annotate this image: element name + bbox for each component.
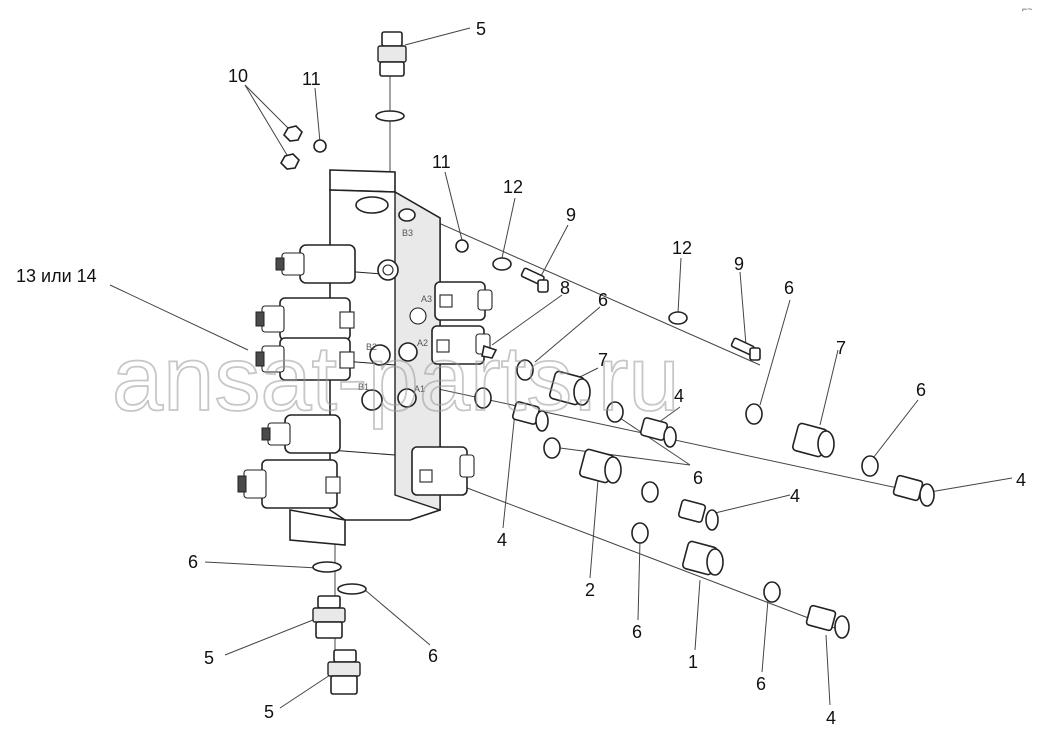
callout-6: 6	[632, 622, 642, 642]
port-label-b2: B2	[366, 342, 377, 352]
nut-fitting-1	[681, 540, 724, 576]
callout-10: 10	[228, 66, 248, 86]
adapter-fittings-4	[511, 401, 935, 639]
solenoid-right-1	[434, 281, 493, 321]
callout-4: 4	[790, 486, 800, 506]
callout-6: 6	[916, 380, 926, 400]
callout-4: 4	[497, 530, 507, 550]
callout-labels: 5 10 11 11 12 9 12 9 13 или 14 8 6 6 7 7…	[16, 19, 1026, 728]
callout-11: 11	[432, 152, 451, 172]
washer-12-a	[492, 257, 512, 271]
watermark: ansat-parts.ru	[112, 328, 680, 430]
bolt-9-b	[730, 337, 761, 361]
solenoid-left-3	[255, 337, 355, 381]
solenoid-right-3	[411, 446, 475, 496]
callout-12: 12	[503, 177, 523, 197]
seals-6	[312, 359, 879, 603]
fitting-5-bottom-b	[327, 649, 361, 695]
callout-2: 2	[585, 580, 595, 600]
solenoid-left-4	[261, 414, 341, 454]
solenoid-left-5	[237, 459, 341, 509]
washer-11-a	[313, 139, 327, 153]
leader-lines	[109, 27, 1013, 709]
callout-1: 1	[688, 652, 698, 672]
callout-13-or-14: 13 или 14	[16, 266, 97, 286]
washer-11-b	[455, 239, 469, 253]
corner-mark: ⌐~	[1022, 4, 1033, 14]
callout-4: 4	[674, 386, 684, 406]
callout-11: 11	[302, 69, 321, 89]
callout-6: 6	[598, 290, 608, 310]
port-label-a2: A2	[417, 338, 428, 348]
fitting-5-bottom-a	[312, 595, 346, 639]
callout-4: 4	[826, 708, 836, 728]
callout-7: 7	[598, 350, 608, 370]
solenoid-left-1	[275, 244, 356, 284]
callout-6: 6	[428, 646, 438, 666]
fitting-5-top	[377, 31, 407, 77]
callout-6: 6	[693, 468, 703, 488]
callout-8: 8	[560, 278, 570, 298]
nut-fitting-7-b	[791, 422, 835, 458]
callout-5: 5	[264, 702, 274, 722]
nut-fitting-2	[578, 448, 622, 484]
washer-12-b	[668, 311, 688, 325]
callout-5-top: 5	[476, 19, 486, 39]
port-label-b3: B3	[402, 228, 413, 238]
callout-6: 6	[784, 278, 794, 298]
nut-fitting-7-a	[548, 370, 591, 406]
callout-12: 12	[672, 238, 692, 258]
seal-ring-top	[375, 110, 405, 122]
solenoid-left-2	[255, 297, 355, 341]
callout-6: 6	[188, 552, 198, 572]
plug-8	[481, 344, 498, 359]
callout-4: 4	[1016, 470, 1026, 490]
port-label-a1: A1	[414, 384, 425, 394]
callout-9: 9	[566, 205, 576, 225]
nuts-10	[280, 125, 303, 170]
bolt-9-a	[520, 267, 549, 293]
port-label-a3: A3	[421, 294, 432, 304]
callout-6: 6	[756, 674, 766, 694]
port-label-b1: B1	[358, 382, 369, 392]
callout-7: 7	[836, 338, 846, 358]
callout-5: 5	[204, 648, 214, 668]
port-labels: B3 A3 B2 A2 B1 A1	[358, 228, 432, 394]
callout-9: 9	[734, 254, 744, 274]
valve-block	[289, 169, 441, 546]
